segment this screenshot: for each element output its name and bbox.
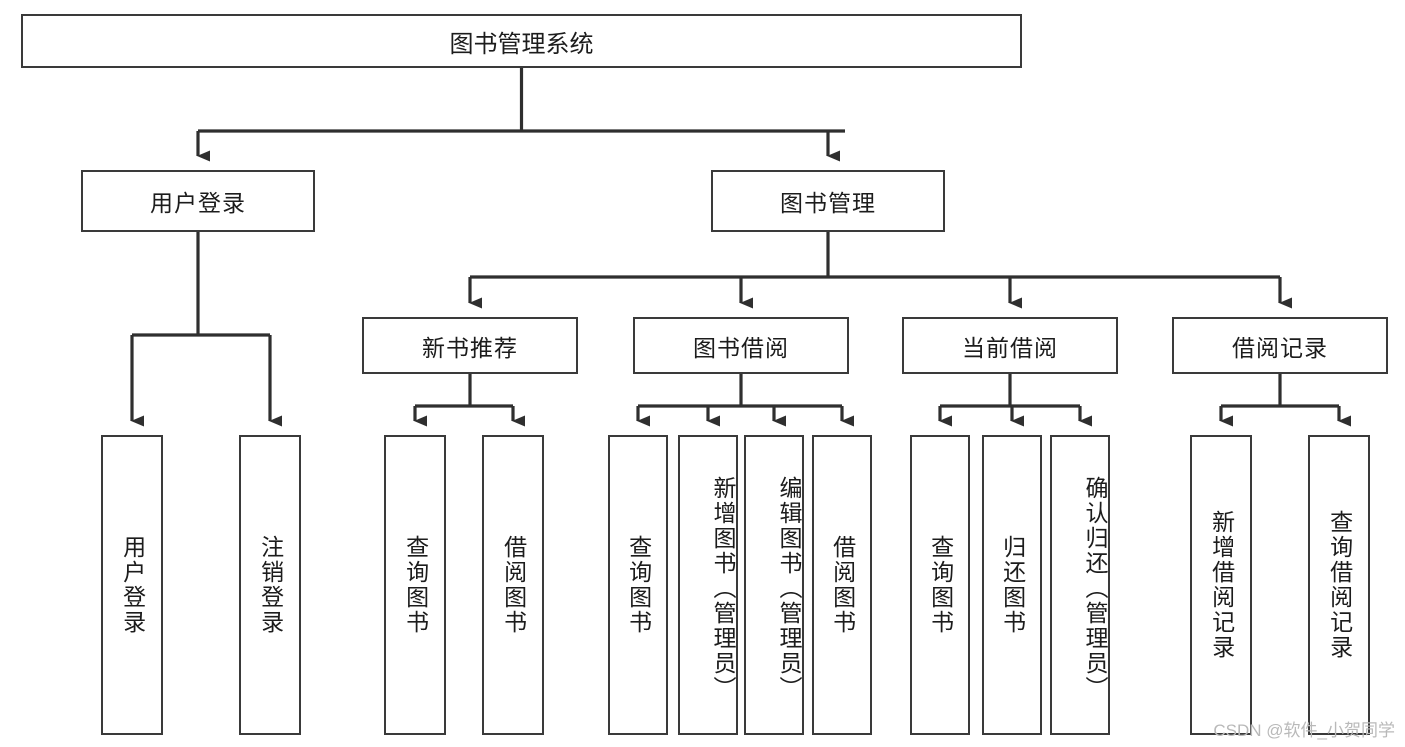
node-leaf-edit-book-admin[interactable]: 编辑图书（管理员）: [744, 435, 804, 735]
node-l1-book-management[interactable]: 图书管理: [711, 170, 945, 232]
node-root-library-system[interactable]: 图书管理系统: [21, 14, 1022, 68]
node-leaf-return-book[interactable]: 归还图书: [982, 435, 1042, 735]
csdn-watermark: CSDN @软件_小贺同学: [1213, 721, 1395, 740]
node-l1-user-login[interactable]: 用户登录: [81, 170, 315, 232]
node-l2-current-borrow[interactable]: 当前借阅: [902, 317, 1118, 374]
node-l2-book-borrow[interactable]: 图书借阅: [633, 317, 849, 374]
node-leaf-borrow-book[interactable]: 借阅图书: [482, 435, 544, 735]
node-l2-borrow-record[interactable]: 借阅记录: [1172, 317, 1388, 374]
node-leaf-add-borrow-record[interactable]: 新增借阅记录: [1190, 435, 1252, 735]
node-leaf-query-book[interactable]: 查询图书: [608, 435, 668, 735]
node-leaf-borrow-book[interactable]: 借阅图书: [812, 435, 872, 735]
node-leaf-logout[interactable]: 注销登录: [239, 435, 301, 735]
node-leaf-query-borrow-record[interactable]: 查询借阅记录: [1308, 435, 1370, 735]
node-l2-new-book-recommend[interactable]: 新书推荐: [362, 317, 578, 374]
node-leaf-confirm-return-admin[interactable]: 确认归还（管理员）: [1050, 435, 1110, 735]
node-leaf-user-login[interactable]: 用户登录: [101, 435, 163, 735]
node-leaf-query-book[interactable]: 查询图书: [910, 435, 970, 735]
node-leaf-query-book[interactable]: 查询图书: [384, 435, 446, 735]
node-leaf-add-book-admin[interactable]: 新增图书（管理员）: [678, 435, 738, 735]
